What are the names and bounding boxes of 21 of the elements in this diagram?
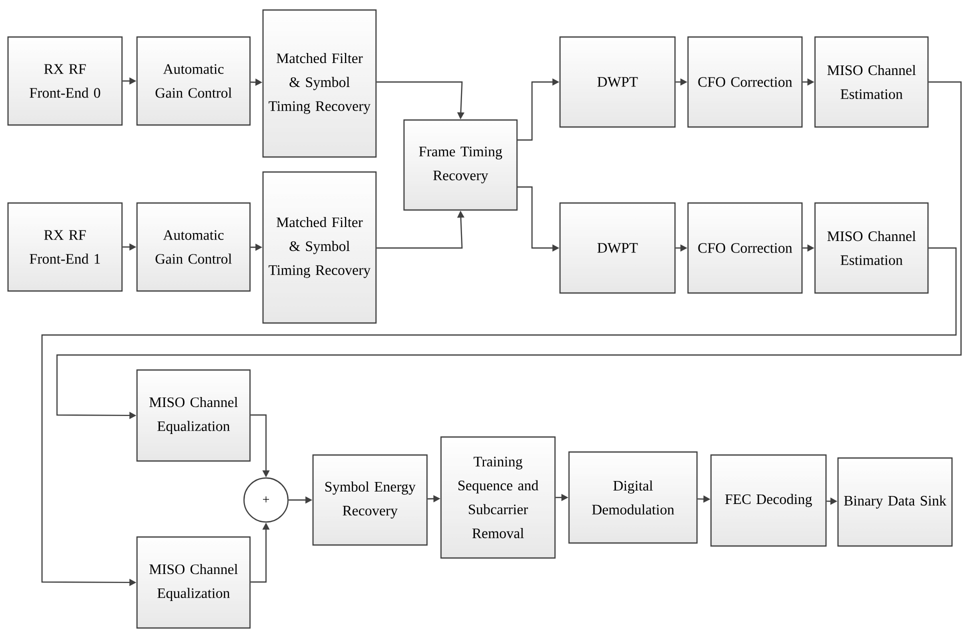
process-box: Digital Demodulation [568,451,698,544]
process-box: Binary Data Sink [837,457,953,547]
summing-junction: + [243,477,289,523]
process-box: FEC Decoding [710,454,827,547]
process-box: RX RF Front-End 1 [7,202,123,292]
process-box: MISO Channel Equalization [136,536,251,629]
process-box: MISO Channel Equalization [136,369,251,462]
process-box: DWPT [559,36,676,128]
process-box: Frame Timing Recovery [403,119,518,211]
process-box: Matched Filter & Symbol Timing Recovery [262,171,377,324]
process-box: MISO Channel Estimation [814,202,929,294]
process-box: Training Sequence and Subcarrier Removal [440,436,556,559]
process-box: RX RF Front-End 0 [7,36,123,126]
process-box: DWPT [559,202,676,294]
process-box: MISO Channel Estimation [814,36,929,128]
process-box: Automatic Gain Control [136,36,251,126]
process-box: Matched Filter & Symbol Timing Recovery [262,9,377,158]
process-box: Symbol Energy Recovery [312,454,428,546]
process-box: CFO Correction [687,202,803,294]
process-box: CFO Correction [687,36,803,128]
process-box: Automatic Gain Control [136,202,251,292]
